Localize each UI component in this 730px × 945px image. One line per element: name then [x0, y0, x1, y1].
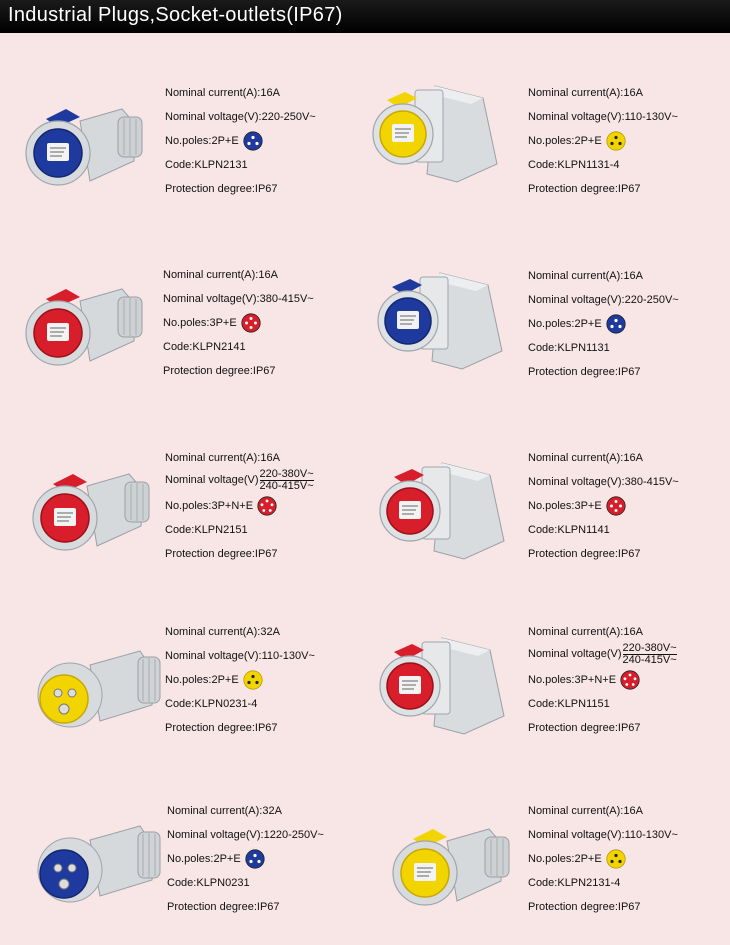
spec-poles-text: No.poles:2P+E: [528, 317, 602, 330]
spec-current: Nominal current(A):32A: [165, 625, 280, 638]
spec-poles-text: No.poles:3P+E: [163, 316, 237, 329]
pole-diagram-icon: [239, 131, 263, 151]
pole-diagram-icon: [602, 496, 626, 516]
spec-protection: Protection degree:IP67: [528, 365, 641, 378]
spec-poles: No.poles:2P+E: [528, 314, 626, 334]
spec-poles: No.poles:3P+E: [163, 313, 261, 333]
spec-poles-text: No.poles:2P+E: [167, 852, 241, 865]
spec-protection: Protection degree:IP67: [167, 900, 280, 913]
spec-voltage-top: 220-380V~: [259, 468, 314, 481]
spec-current: Nominal current(A):16A: [165, 86, 280, 99]
spec-voltage: Nominal voltage(V):380-415V~: [528, 475, 679, 488]
pole-diagram-icon: [239, 670, 263, 690]
spec-code: Code:KLPN0231-4: [165, 697, 258, 710]
spec-current: Nominal current(A):16A: [528, 451, 643, 464]
title-bar: Industrial Plugs,Socket-outlets(IP67): [0, 0, 730, 33]
spec-code: Code:KLPN1131-4: [528, 158, 620, 171]
spec-voltage: Nominal voltage(V):110-130V~: [528, 828, 678, 841]
spec-poles-text: No.poles:3P+N+E: [165, 499, 254, 512]
pole-diagram-icon: [237, 313, 261, 333]
spec-voltage: Nominal voltage(V):380-415V~: [163, 292, 314, 305]
spec-current: Nominal current(A):16A: [528, 86, 643, 99]
spec-poles: No.poles:3P+N+E: [165, 496, 277, 516]
spec-code: Code:KLPN2131: [165, 158, 248, 171]
spec-poles: No.poles:3P+N+E: [528, 670, 640, 690]
spec-voltage: Nominal voltage(V):220-250V~: [528, 293, 679, 306]
spec-poles: No.poles:2P+E: [528, 849, 626, 869]
spec-poles: No.poles:2P+E: [167, 849, 265, 869]
spec-poles: No.poles:3P+E: [528, 496, 626, 516]
spec-poles-text: No.poles:3P+E: [528, 499, 602, 512]
spec-protection: Protection degree:IP67: [528, 900, 641, 913]
spec-poles-text: No.poles:2P+E: [528, 852, 602, 865]
spec-current: Nominal current(A):32A: [167, 804, 282, 817]
product-photo: [25, 460, 165, 590]
pole-diagram-icon: [241, 849, 265, 869]
page-title: Industrial Plugs,Socket-outlets(IP67): [8, 4, 343, 26]
spec-current: Nominal current(A):16A: [163, 268, 278, 281]
spec-voltage-top: 220-380V~: [622, 642, 677, 655]
spec-voltage-fraction: 220-380V~240-415V~: [259, 468, 314, 492]
spec-code: Code:KLPN0231: [167, 876, 250, 889]
spec-code: Code:KLPN1141: [528, 523, 610, 536]
pole-diagram-icon: [253, 496, 277, 516]
spec-poles: No.poles:2P+E: [165, 670, 263, 690]
spec-protection: Protection degree:IP67: [528, 721, 641, 734]
spec-voltage: Nominal voltage(V):110-130V~: [165, 649, 315, 662]
pole-diagram-icon: [616, 670, 640, 690]
spec-code: Code:KLPN2131-4: [528, 876, 621, 889]
spec-current: Nominal current(A):16A: [528, 804, 643, 817]
spec-voltage-prefix: Nominal voltage(V): [528, 647, 622, 660]
pole-diagram-icon: [602, 849, 626, 869]
spec-voltage: Nominal voltage(V):1220-250V~: [167, 828, 324, 841]
pole-diagram-icon: [602, 131, 626, 151]
spec-current: Nominal current(A):16A: [528, 625, 643, 638]
pole-diagram-icon: [602, 314, 626, 334]
spec-protection: Protection degree:IP67: [165, 547, 278, 560]
product-photo: [30, 635, 170, 765]
spec-protection: Protection degree:IP67: [163, 364, 276, 377]
spec-voltage-fraction: 220-380V~240-415V~: [622, 642, 677, 666]
spec-poles-text: No.poles:2P+E: [528, 134, 602, 147]
spec-voltage: Nominal voltage(V)220-380V~240-415V~: [528, 642, 677, 666]
spec-poles: No.poles:2P+E: [528, 131, 626, 151]
spec-protection: Protection degree:IP67: [165, 182, 278, 195]
spec-voltage: Nominal voltage(V):110-130V~: [528, 110, 678, 123]
product-photo: [365, 78, 505, 208]
product-photo: [385, 815, 525, 945]
spec-voltage-bottom: 240-415V~: [259, 480, 314, 492]
spec-voltage: Nominal voltage(V)220-380V~240-415V~: [165, 468, 314, 492]
spec-code: Code:KLPN2151: [165, 523, 248, 536]
spec-poles: No.poles:2P+E: [165, 131, 263, 151]
spec-protection: Protection degree:IP67: [528, 547, 641, 560]
spec-voltage: Nominal voltage(V):220-250V~: [165, 110, 316, 123]
spec-current: Nominal current(A):16A: [528, 269, 643, 282]
spec-poles-text: No.poles:3P+N+E: [528, 673, 617, 686]
product-photo: [18, 95, 158, 225]
spec-code: Code:KLPN2141: [163, 340, 246, 353]
product-photo: [370, 265, 510, 395]
spec-code: Code:KLPN1131: [528, 341, 610, 354]
spec-voltage-prefix: Nominal voltage(V): [165, 473, 259, 486]
spec-voltage-bottom: 240-415V~: [622, 654, 677, 666]
spec-poles-text: No.poles:2P+E: [165, 134, 239, 147]
spec-current: Nominal current(A):16A: [165, 451, 280, 464]
spec-protection: Protection degree:IP67: [528, 182, 641, 195]
product-photo: [372, 455, 512, 585]
spec-code: Code:KLPN1151: [528, 697, 610, 710]
product-photo: [372, 630, 512, 760]
product-photo: [30, 810, 170, 940]
product-photo: [18, 275, 158, 405]
spec-protection: Protection degree:IP67: [165, 721, 278, 734]
spec-poles-text: No.poles:2P+E: [165, 673, 239, 686]
